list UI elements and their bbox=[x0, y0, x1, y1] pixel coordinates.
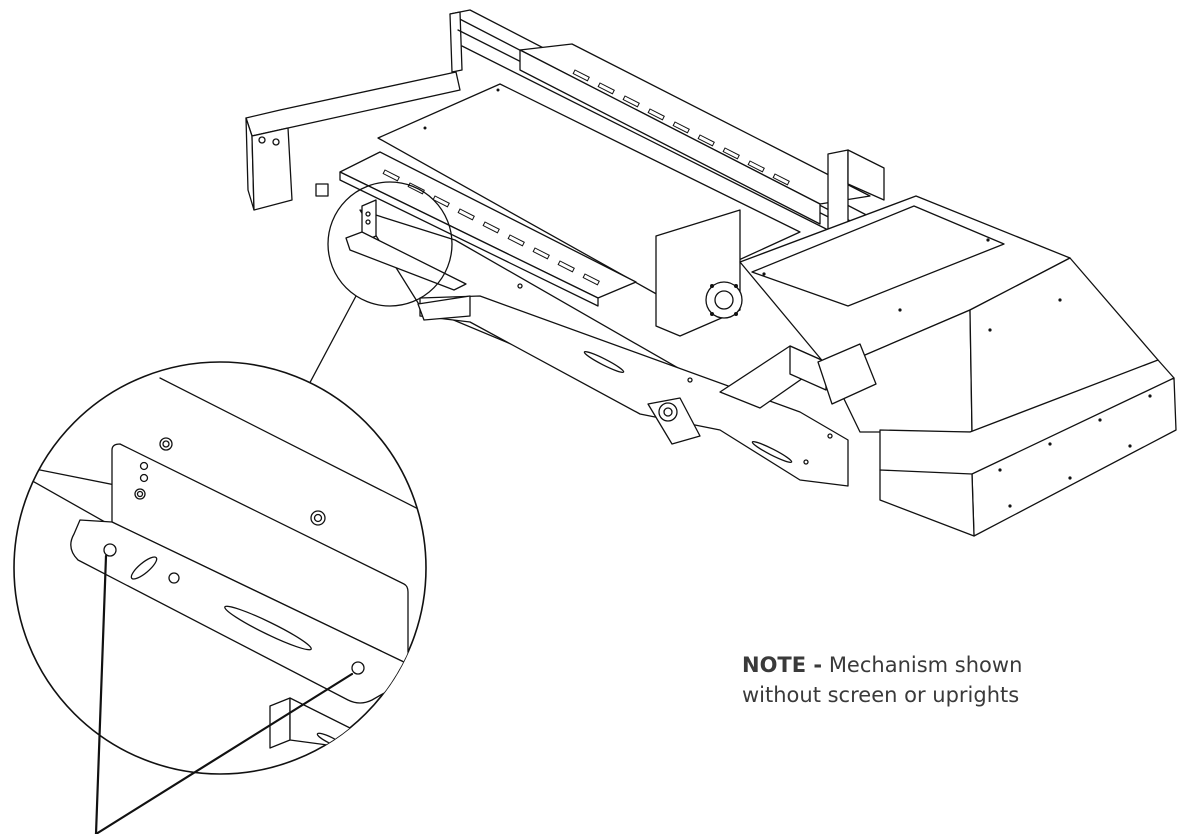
detail-callout-marker bbox=[305, 181, 453, 391]
upper-slotted-plate bbox=[519, 43, 871, 225]
center-bracket bbox=[655, 209, 743, 337]
hole-leader-lines bbox=[94, 554, 354, 834]
front-bracket bbox=[719, 343, 877, 409]
note-text-2: without screen or uprights bbox=[742, 683, 1020, 707]
note-label: NOTE - bbox=[742, 653, 823, 677]
magnified-detail-view bbox=[13, 361, 427, 775]
front-rail bbox=[359, 209, 849, 487]
base-tray bbox=[879, 359, 1177, 537]
note-text-1: Mechanism shown bbox=[828, 653, 1023, 677]
actuator-clamp bbox=[647, 397, 701, 445]
left-rail bbox=[245, 71, 461, 211]
note-caption: NOTE - Mechanism shown without screen or… bbox=[742, 650, 1072, 710]
lower-slotted-plate bbox=[339, 151, 637, 307]
right-upright-stub bbox=[827, 149, 885, 237]
upper-slots bbox=[572, 69, 790, 186]
lower-slots bbox=[382, 169, 600, 286]
mechanism-assembly bbox=[245, 9, 1177, 537]
note-line-1: NOTE - Mechanism shown bbox=[742, 650, 1072, 680]
mounting-tab bbox=[345, 199, 471, 321]
motor-housing bbox=[739, 195, 1159, 433]
